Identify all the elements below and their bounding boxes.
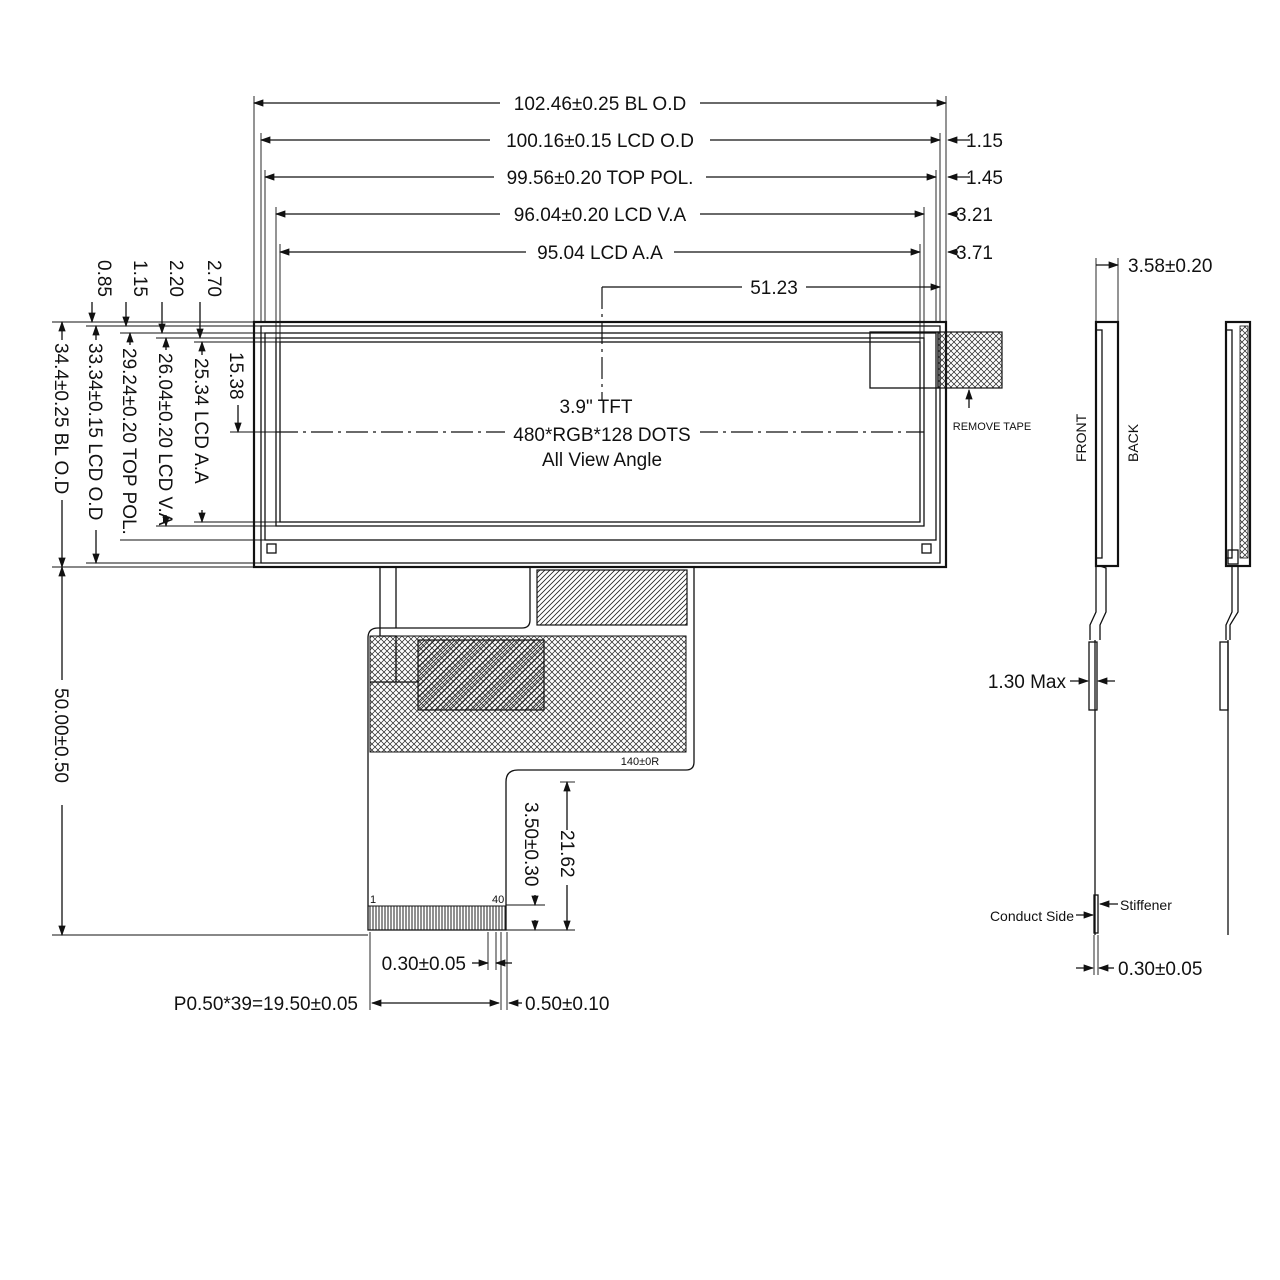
top-dimensions: 102.46±0.25 BL O.D 100.16±0.15 LCD O.D 9… <box>252 94 1003 342</box>
offset-left-4: 2.70 <box>203 260 224 297</box>
offset-left-2: 1.15 <box>129 260 150 297</box>
conduct-side-label: Conduct Side <box>990 908 1074 924</box>
dim-max-thickness: 1.30 Max <box>988 672 1067 693</box>
back-label: BACK <box>1125 423 1141 462</box>
side-view-back <box>1219 320 1252 935</box>
dim-height-bl-od: 34.4±0.25 BL O.D <box>50 343 71 494</box>
fpc-bend-label: 140±0R <box>621 756 660 768</box>
dim-bl-od: 102.46±0.25 BL O.D <box>514 94 686 115</box>
offset-left-1: 0.85 <box>93 260 114 297</box>
dim-lcd-va: 96.04±0.20 LCD V.A <box>514 205 687 226</box>
display-size: 3.9" TFT <box>560 397 633 418</box>
dim-height-lcd-od: 33.34±0.15 LCD O.D <box>84 343 105 520</box>
display-resolution: 480*RGB*128 DOTS <box>513 425 690 446</box>
offset-right-1: 1.15 <box>966 131 1003 152</box>
side-view-front: 3.58±0.20 FRONT BACK 1.30 Max Conduct Si… <box>988 256 1213 980</box>
front-label: FRONT <box>1073 413 1089 462</box>
lcd-front-view: 3.9" TFT 480*RGB*128 DOTS All View Angle… <box>252 287 1031 569</box>
dim-height-lcd-va: 26.04±0.20 LCD V.A <box>154 353 175 526</box>
dim-fpc-tail: 21.62 <box>556 830 577 878</box>
dim-stiffener-height: 3.50±0.30 <box>520 802 541 886</box>
dim-fpc-thickness: 0.30±0.05 <box>1118 959 1202 980</box>
dim-lcd-aa: 95.04 LCD A.A <box>537 243 663 264</box>
offset-right-3: 3.21 <box>956 205 993 226</box>
stiffener-label: Stiffener <box>1120 897 1172 913</box>
dim-top-pol: 99.56±0.20 TOP POL. <box>507 168 694 189</box>
fpc-cable: 140±0R 1 40 3.50±0.30 21.62 0.30±0.05 P0… <box>174 567 695 1015</box>
dim-center-y: 15.38 <box>225 352 246 400</box>
left-dimensions: 34.4±0.25 BL O.D 33.34±0.15 LCD O.D 29.2… <box>50 320 368 937</box>
offset-left-3: 2.20 <box>165 260 186 297</box>
dim-height-lcd-aa: 25.34 LCD A.A <box>190 358 211 484</box>
dim-lcd-od: 100.16±0.15 LCD O.D <box>506 131 694 152</box>
display-view-angle: All View Angle <box>542 450 662 471</box>
dim-height-top-pol: 29.24±0.20 TOP POL. <box>118 348 139 535</box>
dim-pin-pitch: P0.50*39=19.50±0.05 <box>174 994 358 1015</box>
pin-first-label: 1 <box>370 894 376 906</box>
dim-pin-width: 0.30±0.05 <box>382 954 466 975</box>
left-offsets: 0.85 1.15 2.20 2.70 <box>88 260 224 340</box>
pin-last-label: 40 <box>492 894 504 906</box>
dim-edge: 0.50±0.10 <box>525 994 609 1015</box>
dim-thickness: 3.58±0.20 <box>1128 256 1212 277</box>
dim-total-height: 50.00±0.50 <box>50 688 71 783</box>
remove-tape-label: REMOVE TAPE <box>953 421 1031 433</box>
offset-right-4: 3.71 <box>956 243 993 264</box>
offset-right-2: 1.45 <box>966 168 1003 189</box>
dim-center-x: 51.23 <box>750 278 798 299</box>
